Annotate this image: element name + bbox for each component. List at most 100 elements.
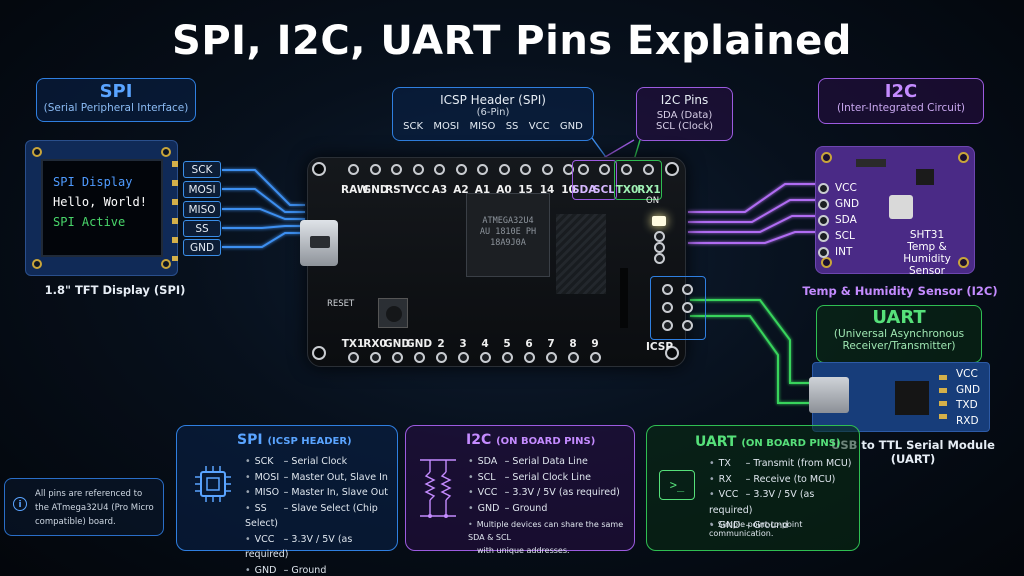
- component-icon: [856, 159, 886, 167]
- board-pin-hole: [541, 164, 553, 175]
- power-led-icon: [652, 216, 666, 226]
- sensor-pin-hole: [818, 247, 829, 258]
- i2c-note-1: Multiple devices can share the same SDA …: [468, 520, 624, 542]
- icsp-pin-sck: SCK: [403, 121, 424, 132]
- sht31-sensor-module: VCC GND SDA SCL INT SHT31 Temp & Humidit…: [815, 146, 975, 277]
- spi-pin-list: •SCK – Serial Clock •MOSI – Master Out, …: [245, 454, 397, 576]
- uart-label-title: UART: [872, 307, 926, 328]
- board-pin-hole: [546, 352, 557, 363]
- icsp-pin-mosi: MOSI: [433, 121, 460, 132]
- spi-label-title: SPI: [99, 81, 133, 102]
- info-line-1: All pins are referenced to: [35, 489, 143, 499]
- board-pin-hole: [590, 352, 601, 363]
- board-pin-hole: [477, 164, 488, 175]
- mount-hole-icon: [665, 162, 679, 176]
- list-item: •VCC – 3.3V / 5V (as required): [709, 489, 815, 516]
- side-pins: [654, 231, 665, 264]
- tft-pin-sck: SCK: [183, 161, 221, 178]
- board-pin-hole: [412, 164, 424, 175]
- board-pin-hole: [578, 164, 589, 175]
- reset-button[interactable]: [378, 298, 408, 328]
- tft-header-pins: [172, 161, 178, 261]
- icsp-header-highlight: [650, 276, 706, 340]
- sensor-pin-hole: [818, 231, 829, 242]
- uart-panel-title: UART: [695, 434, 737, 450]
- i2c-panel-subtitle: (ON BOARD PINS): [496, 436, 596, 447]
- sensor-pin-vcc: VCC: [835, 182, 857, 194]
- board-bottom-pin-label: 2: [437, 338, 445, 350]
- serial-pin-rxd: RXD: [956, 414, 979, 427]
- board-pin-hole: [392, 352, 403, 363]
- board-pin-hole: [391, 164, 402, 175]
- icsp-board-label: ICSP: [646, 341, 674, 353]
- board-pin-hole: [599, 164, 610, 175]
- board-bottom-pin-label: GND: [384, 338, 411, 350]
- board-top-pin-label: A3: [431, 184, 448, 196]
- mount-hole-icon: [32, 259, 42, 269]
- icsp-header-pins: [656, 282, 702, 336]
- list-item: •MOSI – Master Out, Slave In: [245, 471, 388, 483]
- tft-display-module: SPI Display Hello, World! SPI Active: [25, 140, 178, 276]
- sensor-desc-2: Sensor: [909, 265, 945, 277]
- board-pin-hole: [654, 242, 665, 253]
- i2c-pin-highlight: [572, 160, 617, 200]
- pullup-resistor-icon: [420, 459, 456, 518]
- uart-label-subtitle-1: (Universal Asynchronous: [833, 328, 965, 340]
- sensor-pin-hole: [818, 183, 829, 194]
- mount-hole-icon: [958, 257, 969, 268]
- list-item: •VCC – 3.3V / 5V (as required): [245, 533, 353, 561]
- board-pin-hole: [498, 164, 510, 175]
- tft-line-3: SPI Active: [53, 215, 126, 229]
- board-pin-hole: [524, 352, 535, 363]
- i2c-note-2: with unique addresses.: [477, 546, 570, 555]
- mount-hole-icon: [958, 152, 969, 163]
- board-pin-hole: [455, 164, 467, 175]
- info-icon: i: [13, 497, 27, 511]
- board-pin-hole: [563, 164, 574, 175]
- i2c-panel-title: I2C: [466, 432, 492, 448]
- serial-chip-icon: [895, 381, 929, 415]
- usb-ttl-serial-module: VCC GND TXD RXD: [809, 362, 990, 432]
- board-pin-hole: [480, 352, 491, 363]
- tft-line-2: Hello, World!: [53, 195, 147, 209]
- page-title: SPI, I2C, UART Pins Explained: [172, 18, 852, 64]
- uart-panel-subtitle: (ON BOARD PINS): [741, 438, 841, 449]
- board-bottom-pin-label: 5: [503, 338, 511, 350]
- serial-header-pins: [939, 375, 947, 425]
- board-pin-hole: [369, 164, 381, 175]
- board-pin-hole: [621, 164, 632, 175]
- board-pin-hole: [458, 352, 469, 363]
- board-bottom-pin-label: 4: [481, 338, 489, 350]
- uart-pin-highlight: [614, 160, 662, 200]
- icsp-header-label: ICSP Header (SPI) (6-Pin) SCK MOSI MISO …: [392, 87, 594, 141]
- mount-hole-icon: [665, 346, 679, 360]
- mount-hole-icon: [161, 147, 171, 157]
- uart-wires: [690, 299, 812, 404]
- board-pin-hole: [348, 352, 359, 363]
- list-item: •SCL – Serial Clock Line: [468, 471, 591, 483]
- board-pin-hole: [414, 352, 425, 363]
- uart-info-panel: UART (ON BOARD PINS) >_ •TX – Transmit (…: [646, 425, 860, 551]
- i2c-label: I2C (Inter-Integrated Circuit): [818, 78, 984, 124]
- board-pin-hole: [568, 352, 579, 363]
- board-top-pin-label: RAW: [341, 184, 369, 196]
- usb-port-icon: [809, 377, 849, 413]
- sensor-pin-gnd: GND: [835, 198, 860, 210]
- spi-label-subtitle: (Serial Peripheral Interface): [43, 102, 189, 114]
- i2c-pins-label: I2C Pins SDA (Data) SCL (Clock): [636, 87, 733, 141]
- sensor-name: SHT31: [909, 229, 945, 241]
- tft-caption: 1.8" TFT Display (SPI): [44, 283, 186, 297]
- uart-label-subtitle-2: Receiver/Transmitter): [842, 340, 956, 352]
- board-bottom-pin-label: 8: [569, 338, 577, 350]
- list-item: •GND – Ground: [468, 502, 548, 514]
- sensor-pin-hole: [818, 215, 829, 226]
- board-pin-hole: [662, 320, 673, 331]
- mount-hole-icon: [312, 346, 326, 360]
- reset-label: RESET: [327, 299, 355, 309]
- i2c-pin-list: •SDA – Serial Data Line •SCL – Serial Cl…: [468, 454, 620, 516]
- list-item: •TX – Transmit (from MCU): [709, 458, 852, 469]
- spi-panel-subtitle: (ICSP HEADER): [267, 436, 352, 447]
